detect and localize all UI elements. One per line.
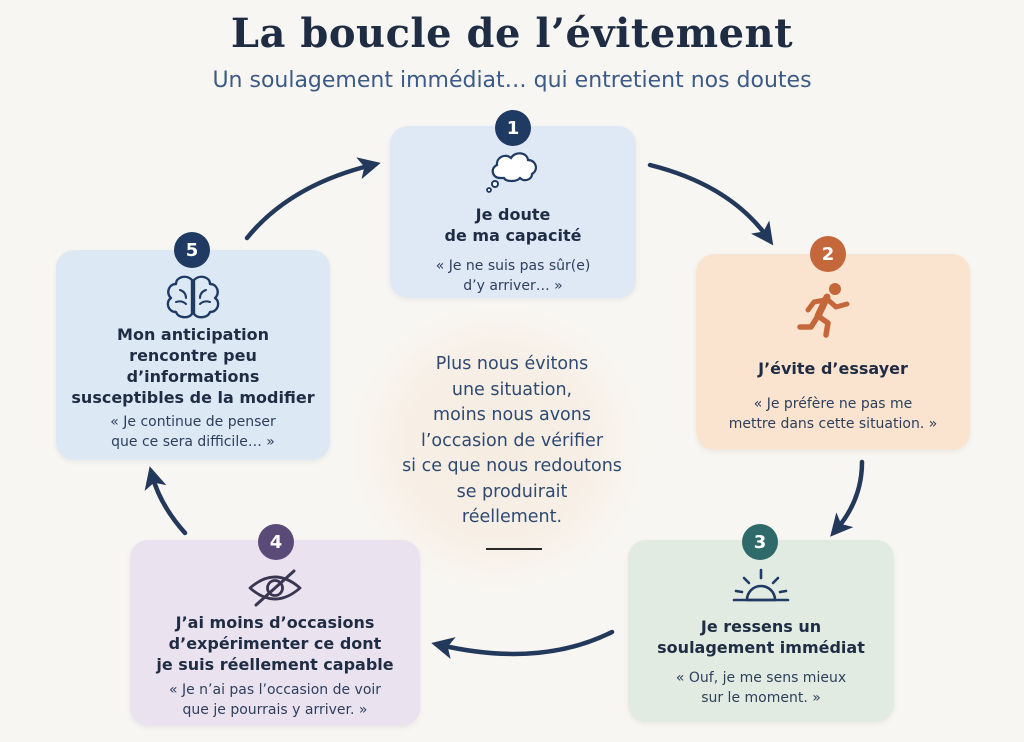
step-title: J’évite d’essayer <box>696 358 970 379</box>
step-quote-line: « Je continue de penser <box>110 414 276 430</box>
step-badge-1: 1 <box>495 110 531 146</box>
step-title: J’ai moins d’occasions d’expérimenter ce… <box>130 612 420 675</box>
eye-crossed-icon <box>248 569 302 607</box>
step-quote: « Ouf, je me sens mieux sur le moment. » <box>628 668 894 708</box>
thought-cloud-icon <box>486 152 538 193</box>
step-quote-line: que ce sera difficile… » <box>111 434 275 450</box>
step-title-line: d’expérimenter ce dont <box>168 634 382 653</box>
center-line: Plus nous évitons <box>435 354 589 374</box>
arrow-4-to-5 <box>144 466 188 536</box>
step-card-2: J’évite d’essayer « Je préfère ne pas me… <box>696 254 970 450</box>
step-title: Je doute de ma capacité <box>390 204 636 246</box>
step-title-line: J’évite d’essayer <box>758 359 908 378</box>
step-title-line: rencontre peu <box>129 346 257 365</box>
step-card-5: Mon anticipation rencontre peu d’informa… <box>56 250 330 460</box>
step-card-3: Je ressens un soulagement immédiat « Ouf… <box>628 540 894 722</box>
step-quote: « Je préfère ne pas me mettre dans cette… <box>696 394 970 434</box>
step-quote: « Je n’ai pas l’occasion de voir que je … <box>130 680 420 720</box>
step-quote-line: que je pourrais y arriver. » <box>182 702 368 718</box>
step-badge-5: 5 <box>174 232 210 268</box>
step-title-line: Je ressens un <box>700 617 822 636</box>
step-quote-line: « Je préfère ne pas me <box>753 396 913 412</box>
center-line: une situation, <box>451 379 573 400</box>
center-line: moins nous avons <box>433 405 591 425</box>
step-title-line: susceptibles de la modifier <box>71 388 315 407</box>
step-quote-line: « Je n’ai pas l’occasion de voir <box>168 682 382 698</box>
step-title-line: de ma capacité <box>444 226 582 245</box>
step-quote-line: « Ouf, je me sens mieux <box>675 670 847 686</box>
step-title-line: soulagement immédiat <box>657 638 865 657</box>
arrow-2-to-3 <box>830 459 865 537</box>
page-subtitle: Un soulagement immédiat… qui entretient … <box>212 68 812 93</box>
step-quote-line: d’y arriver… » <box>463 278 563 294</box>
step-title-line: Mon anticipation <box>117 325 269 344</box>
arrow-3-to-4 <box>431 629 615 659</box>
step-title-line: Je doute <box>475 205 551 224</box>
center-line: réellement. <box>461 507 563 527</box>
step-card-4: J’ai moins d’occasions d’expérimenter ce… <box>130 540 420 726</box>
step-title-line: J’ai moins d’occasions <box>175 613 375 632</box>
step-quote-line: mettre dans cette situation. » <box>728 416 938 432</box>
page-title: La boucle de l’évitement <box>230 10 794 57</box>
step-title-line: d’informations <box>126 367 260 386</box>
arrow-5-to-1 <box>244 157 381 241</box>
step-quote-line: « Je ne suis pas sûr(e) <box>435 258 591 274</box>
step-quote-line: sur le moment. » <box>701 690 821 706</box>
running-person-icon <box>797 283 850 338</box>
step-title: Je ressens un soulagement immédiat <box>628 616 894 658</box>
center-line: l’occasion de vérifier <box>420 430 604 451</box>
brain-icon <box>166 275 220 319</box>
center-line: si ce que nous redoutons <box>402 456 622 476</box>
center-divider <box>486 548 542 550</box>
step-card-1: Je doute de ma capacité « Je ne suis pas… <box>390 126 636 298</box>
step-title: Mon anticipation rencontre peu d’informa… <box>56 324 330 408</box>
sunrise-icon <box>732 568 790 602</box>
arrow-1-to-2 <box>647 162 774 246</box>
center-message: Plus nous évitons une situation, moins n… <box>362 352 662 531</box>
step-title-line: je suis réellement capable <box>156 655 394 674</box>
step-quote: « Je continue de penser que ce sera diff… <box>56 412 330 452</box>
step-quote: « Je ne suis pas sûr(e) d’y arriver… » <box>390 256 636 296</box>
center-line: se produirait <box>456 481 568 502</box>
step-badge-3: 3 <box>742 524 778 560</box>
step-badge-4: 4 <box>258 524 294 560</box>
step-badge-2: 2 <box>810 236 846 272</box>
